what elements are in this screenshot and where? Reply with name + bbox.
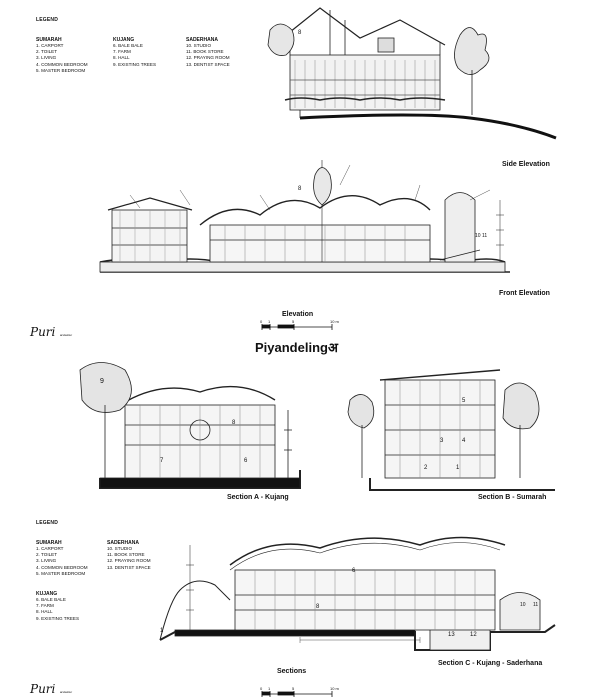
page-title: Piyandelingअ xyxy=(255,338,338,356)
logo-top: Puri arsitektur xyxy=(30,323,72,341)
tag: 4 xyxy=(462,438,466,444)
legend-item: 12. PRAYING ROOM xyxy=(107,558,151,564)
legend-title: LEGEND xyxy=(36,520,59,526)
legend-item: 5. MASTER BEDROOM xyxy=(36,570,86,576)
legend-title: LEGEND xyxy=(36,17,59,23)
tag: 10 11 xyxy=(475,233,488,239)
tag: 1 xyxy=(160,628,164,634)
legend-col-head: SUMARAH xyxy=(36,37,62,43)
tag: 12 xyxy=(470,632,477,638)
legend-top: LEGEND xyxy=(36,17,58,23)
legend-item: 1. CARPORT xyxy=(36,43,64,48)
tag: 7 xyxy=(160,458,164,464)
title-text: Piyandeling xyxy=(255,340,328,355)
legend-item: 3. LIVING xyxy=(36,558,57,564)
legend-item: 9. EXISTING TREES xyxy=(113,61,157,67)
legend-col-head: KUJANG xyxy=(113,37,135,43)
scale-label: 1 xyxy=(268,686,271,691)
legend-item: 6. BALE BALE xyxy=(36,597,66,602)
scale-label: 5 xyxy=(292,319,295,324)
caption-section-a: Section A - Kujang xyxy=(227,494,289,501)
legend-col-head: SUMARAH xyxy=(36,540,62,546)
tag: 11 xyxy=(533,602,539,608)
legend-item: 12. PRAYING ROOM xyxy=(186,55,230,61)
title-script: अ xyxy=(327,341,338,356)
tag: 5 xyxy=(462,398,466,404)
legend-bottom: LEGEND xyxy=(36,520,58,526)
legend-top-col-2: KUJANG 6. BALE BALE 7. FARM 8. HALL 9. E… xyxy=(113,37,156,68)
legend-bottom-col-1: SUMARAH 1. CARPORT 2. TOILET 3. LIVING 4… xyxy=(36,540,88,577)
tag: 8 xyxy=(298,186,302,192)
legend-item: 3. LIVING xyxy=(36,55,57,61)
caption-side-elevation: Side Elevation xyxy=(502,161,550,168)
caption-section-c: Section C - Kujang - Saderhana xyxy=(438,660,543,667)
scale-label: 1 xyxy=(268,319,271,324)
tag: 6 xyxy=(244,458,248,464)
scale-label: 10 m xyxy=(330,319,339,324)
legend-item: 13. DENTIST SPACE xyxy=(186,61,230,67)
legend-item: 9. EXISTING TREES xyxy=(36,615,80,621)
legend-item: 7. FARM xyxy=(113,49,131,55)
tag: 8 xyxy=(232,420,236,426)
legend-item: 13. DENTIST SPACE xyxy=(107,564,151,570)
legend-item: 11. BOOK STORE xyxy=(107,552,145,558)
legend-bottom-col-2: SADERHANA 10. STUDIO 11. BOOK STORE 12. … xyxy=(107,540,151,571)
tag: 9 xyxy=(100,378,104,385)
legend-item: 5. MASTER BEDROOM xyxy=(36,67,86,73)
tag: 1 xyxy=(456,465,460,471)
tag: 13 xyxy=(448,632,455,638)
logo-text: Puri xyxy=(30,325,56,339)
legend-item: 10. STUDIO xyxy=(186,43,212,48)
scale-label: 0 xyxy=(260,319,263,324)
legend-bottom-col-3: KUJANG 6. BALE BALE 7. FARM 8. HALL 9. E… xyxy=(36,591,79,622)
legend-col-head: SADERHANA xyxy=(186,37,218,43)
tag: 6 xyxy=(352,568,356,574)
legend-item: 1. CARPORT xyxy=(36,546,64,551)
legend-item: 4. COMMON BEDROOM xyxy=(36,564,88,570)
legend-item: 2. TOILET xyxy=(36,552,58,558)
caption-front-elevation: Front Elevation xyxy=(499,290,550,297)
tag: 8 xyxy=(316,604,320,610)
tag: 8 xyxy=(298,30,302,36)
logo-text: Puri xyxy=(30,682,56,696)
caption-sections: Sections xyxy=(277,668,307,675)
logo-bottom: Puri arsitektur xyxy=(30,680,72,698)
scale-label: 5 xyxy=(292,686,295,691)
caption-section-b: Section B - Sumarah xyxy=(478,494,547,501)
legend-item: 4. COMMON BEDROOM xyxy=(36,61,88,67)
legend-col-head: SADERHANA xyxy=(107,540,139,546)
legend-top-col-1: SUMARAH 1. CARPORT 2. TOILET 3. LIVING 4… xyxy=(36,37,88,74)
legend-item: 7. FARM xyxy=(36,603,54,609)
legend-item: 6. BALE BALE xyxy=(113,43,143,48)
caption-elevation: Elevation xyxy=(282,311,314,318)
legend-item: 11. BOOK STORE xyxy=(186,49,224,55)
legend-item: 2. TOILET xyxy=(36,49,58,55)
legend-col-head: KUJANG xyxy=(36,591,58,597)
scale-label: 0 xyxy=(260,686,263,691)
tag: 10 xyxy=(520,602,526,608)
logo-sub: arsitektur xyxy=(59,333,73,337)
legend-item: 8. HALL xyxy=(36,609,53,615)
legend-item: 10. STUDIO xyxy=(107,546,133,551)
legend-item: 8. HALL xyxy=(113,55,130,61)
tag: 2 xyxy=(424,465,428,471)
tag: 3 xyxy=(440,438,444,444)
legend-top-col-3: SADERHANA 10. STUDIO 11. BOOK STORE 12. … xyxy=(186,37,230,68)
scale-label: 10 m xyxy=(330,686,339,691)
logo-sub: arsitektur xyxy=(59,690,73,694)
